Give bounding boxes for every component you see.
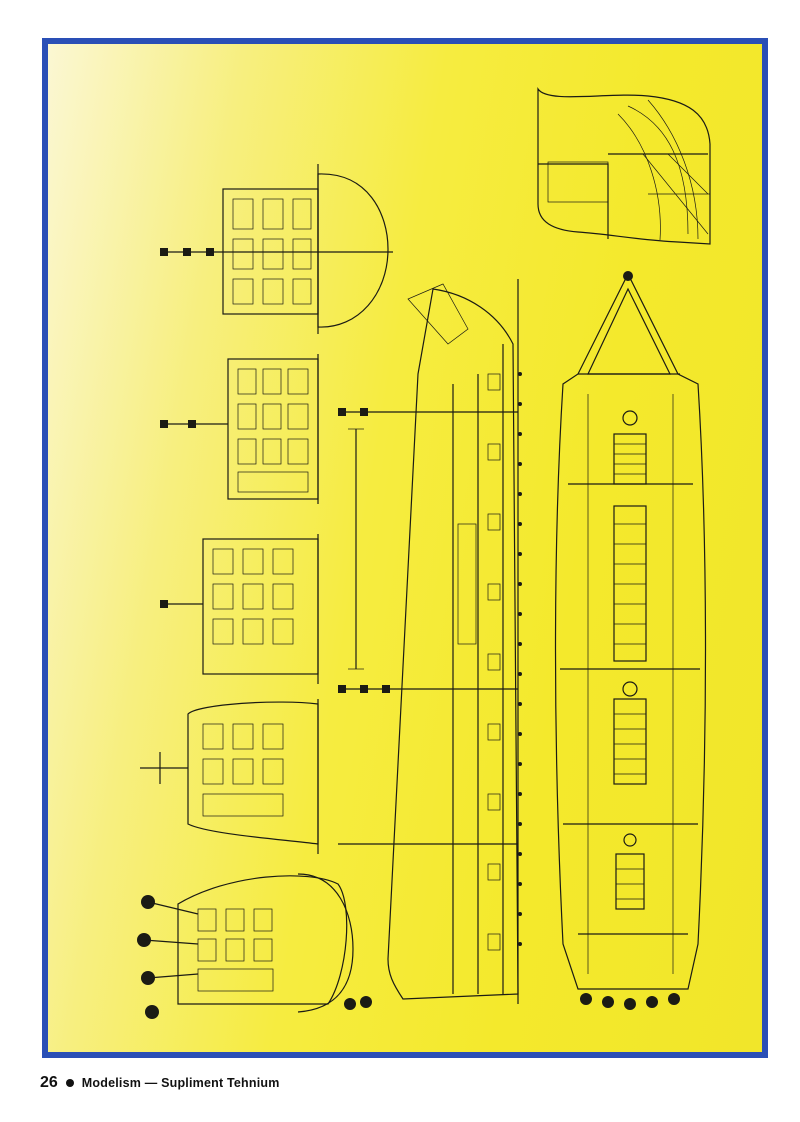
deck-plan — [554, 271, 707, 1010]
transom-view-3 — [160, 534, 319, 684]
page-footer: 26 Modelism — Supliment Tehnium — [40, 1073, 280, 1093]
page-number: 26 — [40, 1074, 58, 1091]
bullet-icon — [65, 1079, 74, 1087]
hull-side-elevation — [338, 279, 522, 1010]
blueprint-sheet — [42, 38, 768, 1058]
ship-plans-illustration — [137, 87, 711, 1019]
transom-view-1 — [160, 164, 393, 334]
transom-view-2 — [160, 354, 319, 504]
transom-view-4 — [140, 699, 319, 854]
publication-title: Modelism — Supliment Tehnium — [81, 1076, 280, 1090]
hull-body-plan — [537, 87, 711, 245]
transom-view-5 — [137, 873, 354, 1019]
